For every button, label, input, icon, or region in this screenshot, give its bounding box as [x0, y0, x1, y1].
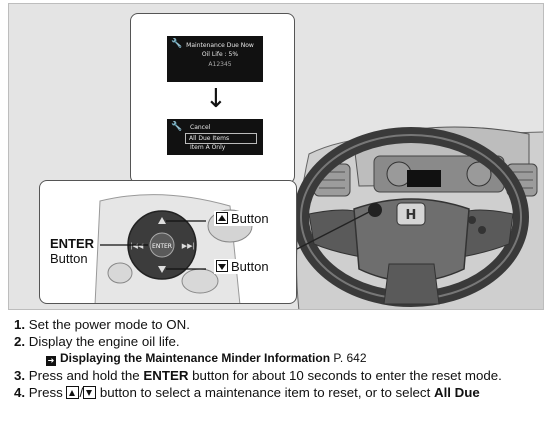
maintenance-code: A12345 [208, 61, 232, 68]
steering-wheel-illustration: H [293, 126, 543, 309]
reference-arrow-icon: ➜ [46, 356, 56, 366]
step-4: 4. Press / button to select a maintenanc… [14, 385, 480, 400]
step-1: 1. Set the power mode to ON. [14, 317, 190, 332]
down-triangle-icon [83, 386, 97, 399]
menu-item-cancel: Cancel [190, 124, 211, 131]
svg-text:|◀◀: |◀◀ [131, 243, 144, 250]
step-2: 2. Display the engine oil life. [14, 334, 180, 349]
display-callout: 🔧 Maintenance Due Now Oil Life : 5% A123… [130, 13, 295, 184]
reset-menu-screen: 🔧 Cancel All Due Items Item A Only [167, 119, 263, 155]
wrench-icon: 🔧 [171, 122, 183, 132]
down-triangle-icon [216, 260, 228, 272]
instruction-steps: 1. Set the power mode to ON. 2. Display … [14, 316, 546, 401]
down-button-label: Button [214, 259, 271, 274]
maintenance-title: Maintenance Due Now [186, 42, 254, 49]
menu-item-item-a: Item A Only [190, 144, 226, 151]
up-triangle-icon [66, 386, 80, 399]
up-triangle-icon [216, 212, 228, 224]
highlighted-display [407, 170, 441, 187]
steering-switch-closeup: ENTER |◀◀ ▶▶| [94, 194, 253, 303]
down-arrow-icon: ↓ [205, 84, 227, 114]
up-button-label: Button [214, 211, 271, 226]
svg-text:▶▶|: ▶▶| [182, 243, 195, 250]
maintenance-due-screen: 🔧 Maintenance Due Now Oil Life : 5% A123… [167, 36, 263, 82]
step-3: 3. Press and hold the ENTER button for a… [14, 368, 502, 383]
svg-text:H: H [406, 208, 417, 223]
menu-item-all-due: All Due Items [185, 133, 257, 144]
oil-life-readout: Oil Life : 5% [201, 51, 239, 58]
svg-text:ENTER: ENTER [152, 243, 172, 250]
cross-reference-link[interactable]: ➜Displaying the Maintenance Minder Infor… [46, 351, 367, 366]
wrench-icon: 🔧 [171, 39, 183, 49]
illustration-panel: H 🔧 Maintenance Due Now Oil Life : 5% A1… [8, 3, 544, 310]
